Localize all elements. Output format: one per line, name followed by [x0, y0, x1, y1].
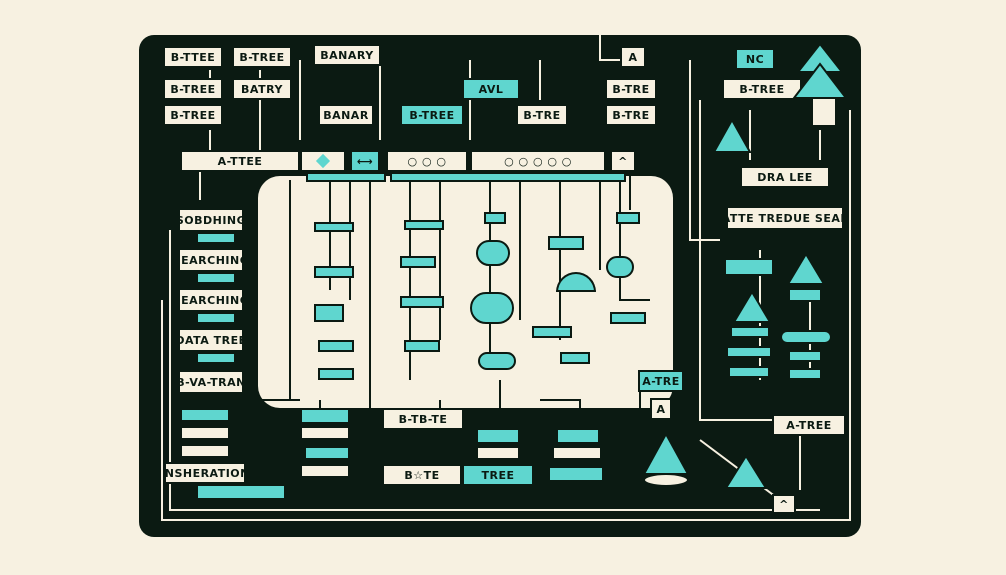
label-btree-right: B-TREE [722, 78, 802, 100]
node-diamond [300, 150, 346, 172]
label-btbte: B-TB-TE [382, 408, 464, 430]
bar-accent [300, 408, 350, 424]
circle-icon: ○ ○ ○ [407, 154, 447, 168]
tree-node [404, 220, 444, 230]
tree-node [314, 304, 344, 322]
tree-node [560, 352, 590, 364]
bar-accent [556, 428, 600, 444]
tree-node [610, 312, 646, 324]
node-circles-2: ○ ○ ○ ○ ○ [470, 150, 606, 172]
triangle-shape [724, 454, 768, 489]
tree-node [400, 256, 436, 268]
label-batry: BATRY [232, 78, 292, 100]
label-btree-1: B-TTEE [163, 46, 223, 68]
label-btre-2: B-TRE [605, 78, 657, 100]
block-stack [180, 444, 230, 458]
caret-up-icon: ^ [779, 497, 789, 511]
label-insheration: INSHERATION [164, 462, 246, 484]
tree-node [404, 340, 440, 352]
label-atree-right: A-TREE [772, 414, 846, 436]
bar-accent [548, 466, 604, 482]
node-arrow: ⟷ [350, 150, 380, 172]
double-arrow-icon: ⟷ [356, 154, 374, 168]
triangle-shape [642, 431, 690, 487]
label-bva-tran: B-VA-TRAN [178, 370, 244, 394]
bar-accent [730, 326, 770, 338]
block-stack [300, 464, 350, 478]
triangle-shape [786, 252, 826, 285]
tree-node [548, 236, 584, 250]
bar-accent [788, 368, 822, 380]
label-a-mid: A [650, 398, 672, 420]
tree-node [400, 296, 444, 308]
label-btre-1: B-TRE [516, 104, 568, 126]
node-caret: ^ [610, 150, 636, 172]
label-searching-2: SEARCHING [178, 288, 244, 312]
bar-accent [196, 352, 236, 364]
bar-accent [476, 428, 520, 444]
tree-node [318, 340, 354, 352]
label-banar: BANAR [318, 104, 374, 126]
label-dra-lee: DRA LEE [740, 166, 830, 188]
label-bte: B☆TE [382, 464, 462, 486]
bar-accent [196, 232, 236, 244]
label-btree-5: B-TREE [400, 104, 464, 126]
bar-accent [726, 346, 772, 358]
tree-node [470, 292, 514, 324]
label-datte-tredue-searc: DATTE TREDUE SEARC [726, 206, 844, 230]
bar-accent [196, 272, 236, 284]
block-stack [300, 426, 350, 440]
bar-accent [788, 288, 822, 302]
bar-accent [180, 408, 230, 422]
label-sobdhing: SOBDHING [178, 208, 244, 232]
block-stack [552, 446, 602, 460]
tree-node [478, 352, 516, 370]
tree-node [318, 368, 354, 380]
diamond-icon [315, 153, 331, 169]
label-avl: AVL [462, 78, 520, 100]
tree-node [532, 326, 572, 338]
label-tree-bottom: TREE [462, 464, 534, 486]
bar-accent [196, 312, 236, 324]
tree-node [476, 240, 510, 266]
tree-icon [791, 42, 849, 127]
bar-accent [724, 258, 774, 276]
block-stack [180, 426, 230, 440]
label-atre: A-TRE [638, 370, 684, 392]
bar-accent [390, 172, 626, 182]
tree-node [314, 222, 354, 232]
tree-node [616, 212, 640, 224]
bar-accent [780, 330, 832, 344]
bar-accent [306, 172, 386, 182]
node-circles-1: ○ ○ ○ [386, 150, 468, 172]
label-btree-2: B-TREE [232, 46, 292, 68]
node-caret: ^ [772, 494, 796, 514]
triangle-shape [732, 290, 772, 323]
label-attee: A-TTEE [180, 150, 300, 172]
bar-accent [788, 350, 822, 362]
tree-node [484, 212, 506, 224]
block-stack [476, 446, 520, 460]
bar-accent [304, 446, 350, 460]
label-searching-1: SEARCHING [178, 248, 244, 272]
label-nc: NC [735, 48, 775, 70]
tree-node [606, 256, 634, 278]
label-btre-3: B-TRE [605, 104, 657, 126]
triangle-shape [712, 118, 752, 153]
label-btree-4: B-TREE [163, 104, 223, 126]
tree-node [314, 266, 354, 278]
bar-accent [196, 484, 286, 500]
label-btree-3: B-TREE [163, 78, 223, 100]
label-data-tree: DATA TREE [178, 328, 244, 352]
label-banary: BANARY [313, 44, 381, 66]
caret-up-icon: ^ [618, 154, 628, 168]
circle-icon: ○ ○ ○ ○ ○ [504, 154, 572, 168]
bar-accent [728, 366, 770, 378]
label-a-top: A [620, 46, 646, 68]
